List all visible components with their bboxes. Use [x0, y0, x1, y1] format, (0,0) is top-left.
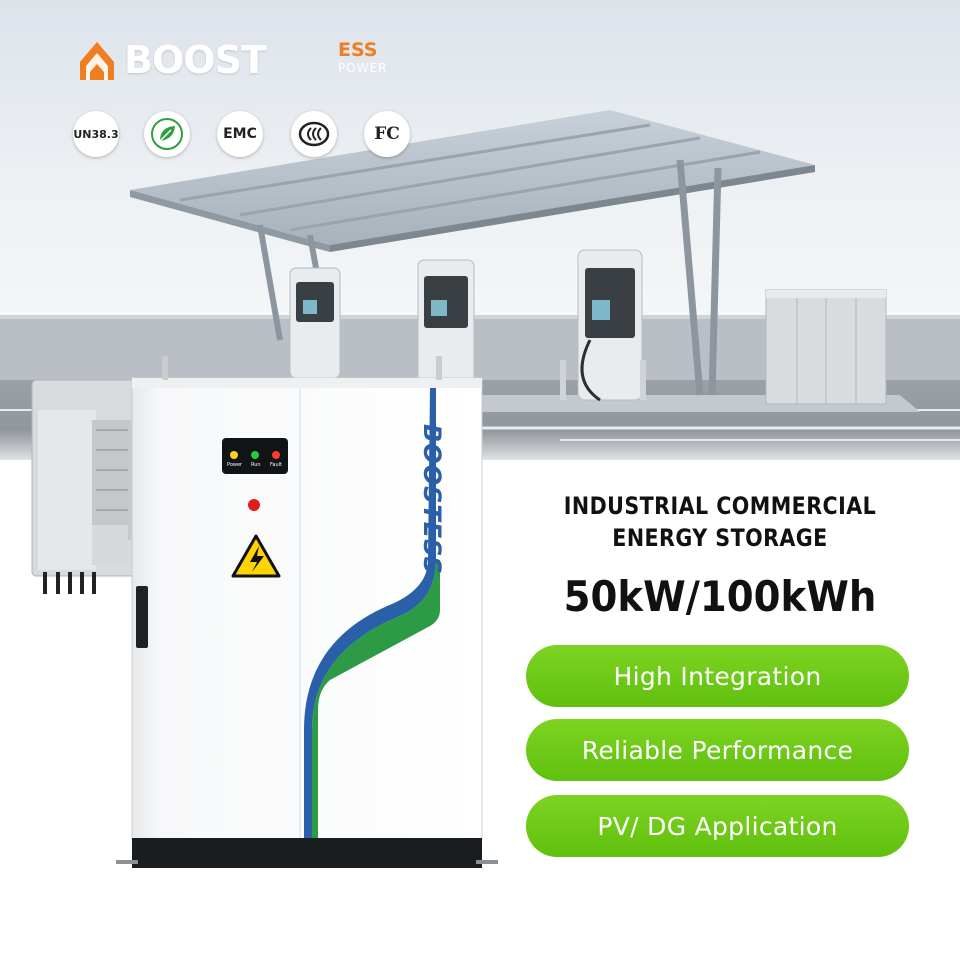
fcc-icon: FC — [364, 111, 410, 157]
run-led — [251, 451, 259, 459]
battery-cabinet — [31, 356, 498, 868]
power-led — [230, 451, 238, 459]
emc-label: EMC — [223, 126, 257, 142]
power-led-label: Power — [227, 462, 243, 468]
brand-logo: BOOST ESS POWER — [118, 36, 386, 84]
feature-label: High Integration — [613, 661, 822, 691]
ev-charger — [417, 259, 475, 391]
door-handle — [136, 586, 148, 648]
ccc-icon — [291, 111, 337, 157]
power-rating: 50kW/100kWh — [563, 572, 877, 621]
logo-house-icon — [80, 42, 114, 80]
logo-ess: ESS — [338, 39, 378, 61]
cabinet-base — [132, 838, 482, 868]
un38-3-badge: UN38.3 — [73, 111, 119, 157]
fault-led — [272, 451, 280, 459]
product-heading-line2: ENERGY STORAGE — [612, 524, 828, 552]
ev-charger — [289, 267, 341, 379]
run-led-label: Run — [251, 462, 261, 468]
green-leaf-cert-icon — [144, 111, 190, 157]
fault-led-label: Fault — [270, 462, 282, 468]
feature-label: PV/ DG Application — [597, 811, 838, 841]
un38-3-label: UN38.3 — [73, 127, 119, 141]
feature-reliable-performance: Reliable Performance — [526, 719, 909, 781]
logo-wordmark: BOOST — [124, 38, 267, 82]
high-voltage-warning-icon — [231, 534, 281, 578]
feature-high-integration: High Integration — [526, 645, 909, 707]
emc-badge: EMC — [217, 111, 263, 157]
ev-charger — [577, 249, 643, 402]
logo-power: POWER — [338, 61, 388, 75]
electrical-cabinet — [765, 289, 887, 405]
inverter-box — [31, 379, 137, 594]
fcc-label: FC — [374, 124, 400, 144]
product-heading-line1: INDUSTRIAL COMMERCIAL — [563, 492, 877, 520]
emergency-stop-button — [248, 499, 260, 511]
feature-label: Reliable Performance — [581, 735, 854, 765]
feature-pv-dg-application: PV/ DG Application — [526, 795, 909, 857]
cabinet-brand-text: BOOSTESS — [418, 424, 446, 575]
